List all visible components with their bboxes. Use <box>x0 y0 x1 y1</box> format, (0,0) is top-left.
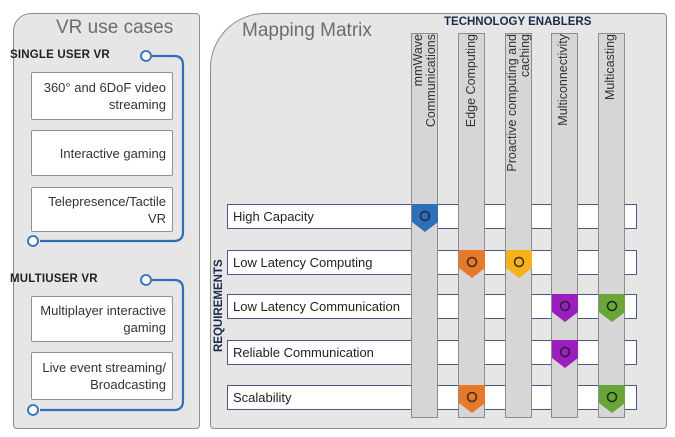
multiuser-start-node <box>140 274 152 286</box>
single-user-start-node <box>140 50 152 62</box>
marker-multiconnectivity-reliable-communication <box>552 340 578 368</box>
col-proactive-caching <box>505 33 532 418</box>
case-multiplayer-gaming: Multiplayer interactive gaming <box>31 296 173 342</box>
single-user-end-node <box>27 235 39 247</box>
col-edge-computing <box>458 33 485 418</box>
case-360-video: 360° and 6DoF video streaming <box>31 72 173 120</box>
case-live-event-streaming: Live event streaming/ Broadcasting <box>31 352 173 400</box>
group-single-user: SINGLE USER VR <box>10 49 110 61</box>
marker-edge-scalability <box>459 385 485 413</box>
marker-multicasting-low-latency-communication <box>599 294 625 322</box>
marker-multiconnectivity-low-latency-communication <box>552 294 578 322</box>
use-cases-title: VR use cases <box>56 17 174 38</box>
col-multicasting <box>598 33 625 418</box>
group-multiuser: MULTIUSER VR <box>10 273 98 285</box>
matrix-title: Mapping Matrix <box>242 20 372 41</box>
multiuser-end-node <box>27 404 39 416</box>
technology-enablers-header: TECHNOLOGY ENABLERS <box>444 16 592 28</box>
case-interactive-gaming: Interactive gaming <box>31 130 173 176</box>
marker-edge-low-latency-computing <box>459 250 485 278</box>
marker-mmwave-high-capacity <box>412 204 438 232</box>
case-telepresence: Telepresence/Tactile VR <box>31 187 173 232</box>
marker-proactive-low-latency-computing <box>506 250 532 278</box>
marker-multicasting-scalability <box>599 385 625 413</box>
